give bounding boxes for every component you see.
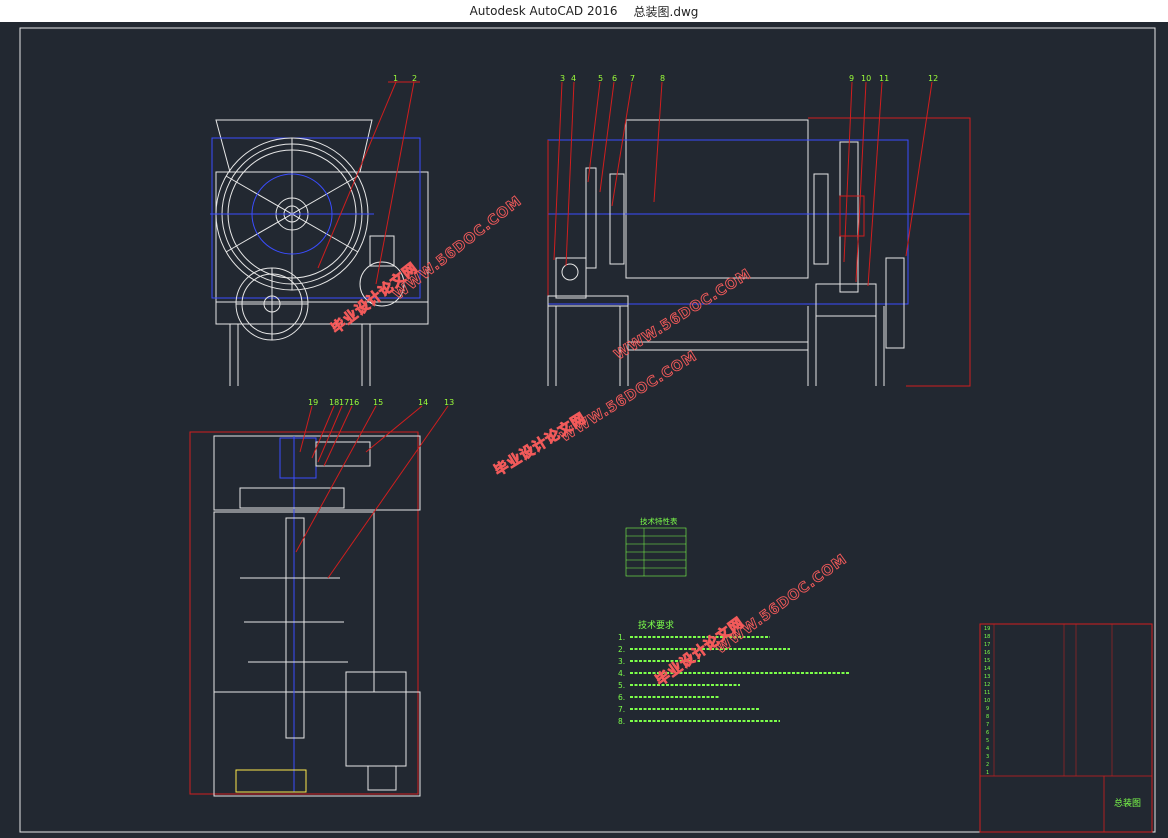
watermark-url: WWW.56DOC.COM (558, 348, 701, 445)
title-row: 8 (986, 714, 989, 720)
title-row: 1 (986, 770, 989, 776)
tech-req-3: 3. (618, 657, 625, 666)
part-label-10: 10 (861, 74, 871, 83)
title-row: 12 (984, 682, 990, 688)
tech-req-2: 2. (618, 645, 625, 654)
cad-drawing[interactable]: 1 2 (0, 22, 1168, 838)
title-row: 13 (984, 674, 990, 680)
drawing-name: 总装图 (1114, 797, 1141, 809)
title-row: 6 (986, 730, 989, 736)
title-row: 15 (984, 658, 990, 664)
title-row: 9 (986, 706, 989, 712)
tech-req-1: 1. (618, 633, 625, 642)
part-label-11: 11 (879, 74, 889, 83)
tech-requirements: 技术要求 1. 2. 3. 4. 5. 6. 7. 8. (618, 619, 850, 726)
part-label-19: 19 (308, 398, 318, 407)
title-row: 10 (984, 698, 990, 704)
title-row: 5 (986, 738, 989, 744)
tech-req-7: 7. (618, 705, 625, 714)
part-label-13: 13 (444, 398, 454, 407)
title-row: 16 (984, 650, 990, 656)
part-label-1: 1 (393, 74, 398, 83)
title-row: 7 (986, 722, 989, 728)
title-block: 19 18 17 16 15 14 13 12 11 10 9 8 7 6 5 … (979, 623, 1153, 833)
spec-table-title: 技术特性表 (640, 516, 678, 526)
watermark-url: WWW.56DOC.COM (391, 193, 526, 303)
spec-table: 技术特性表 (625, 516, 687, 577)
part-label-17: 17 (339, 398, 349, 407)
part-label-12: 12 (928, 74, 938, 83)
part-label-14: 14 (418, 398, 428, 407)
tech-req-8: 8. (618, 717, 625, 726)
title-row: 17 (984, 642, 990, 648)
watermark-url: WWW.56DOC.COM (612, 266, 755, 363)
part-label-8: 8 (660, 74, 665, 83)
part-label-6: 6 (612, 74, 617, 83)
part-label-16: 16 (349, 398, 359, 407)
file-name: 总装图.dwg (633, 4, 699, 19)
part-label-18: 18 (329, 398, 339, 407)
title-row: 2 (986, 762, 989, 768)
top-view (189, 405, 449, 797)
drawing-border (19, 27, 1156, 833)
title-row: 14 (984, 666, 990, 672)
title-row: 18 (984, 634, 990, 640)
title-row: 4 (986, 746, 989, 752)
part-label-2: 2 (412, 74, 417, 83)
watermark-url: WWW.56DOC.COM (713, 551, 850, 657)
tech-req-4: 4. (618, 669, 625, 678)
title-row: 3 (986, 754, 989, 760)
part-label-3: 3 (560, 74, 565, 83)
side-view (547, 81, 971, 387)
watermark-cn: 毕业设计论文网 (491, 409, 589, 479)
window-titlebar: Autodesk AutoCAD 2016 总装图.dwg (0, 0, 1168, 22)
part-label-15: 15 (373, 398, 383, 407)
part-label-4: 4 (571, 74, 576, 83)
title-block-rows: 19 18 17 16 15 14 13 12 11 10 9 8 7 6 5 … (984, 626, 990, 776)
app-title: Autodesk AutoCAD 2016 (469, 4, 618, 18)
part-label-7: 7 (630, 74, 635, 83)
title-row: 11 (984, 690, 990, 696)
tech-req-5: 5. (618, 681, 625, 690)
front-view (210, 81, 429, 386)
title-row: 19 (984, 626, 990, 632)
part-label-9: 9 (849, 74, 854, 83)
drawing-canvas[interactable]: 1 2 (0, 22, 1168, 838)
part-label-5: 5 (598, 74, 603, 83)
tech-req-6: 6. (618, 693, 625, 702)
tech-req-title: 技术要求 (638, 619, 674, 631)
